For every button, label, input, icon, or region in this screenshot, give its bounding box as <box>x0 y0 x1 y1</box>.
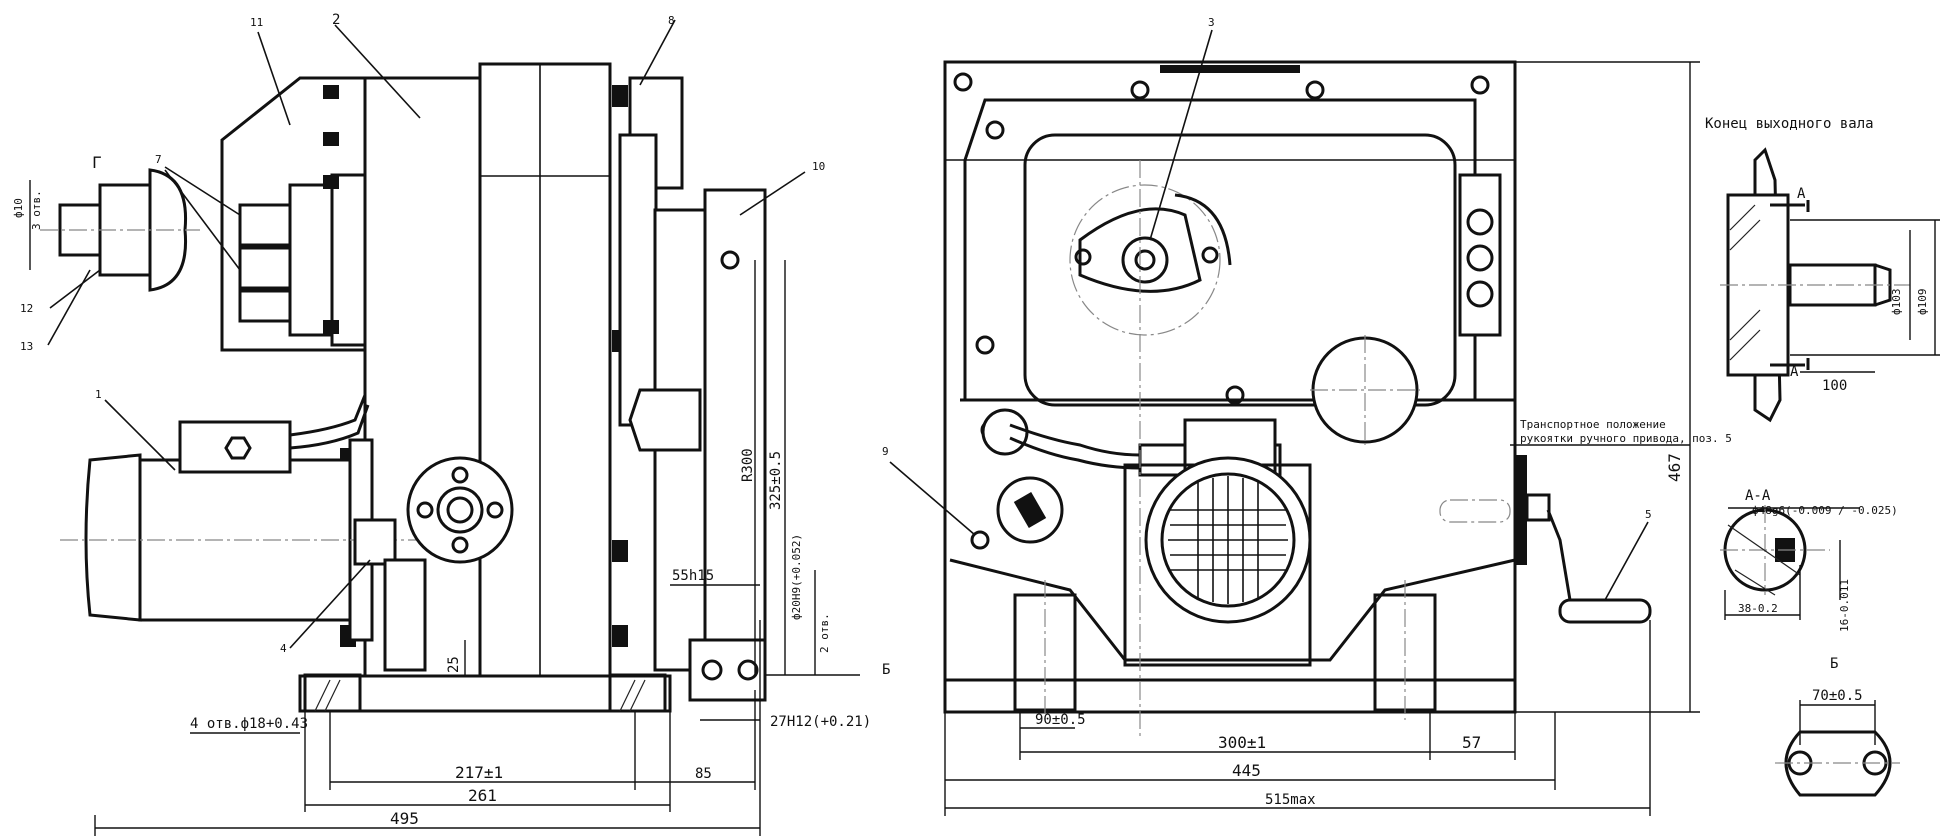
terminal-box <box>178 420 292 474</box>
dim-d103: ф103 <box>1890 289 1903 316</box>
view-label-g: Г <box>92 153 102 172</box>
part-label-9: 9 <box>882 445 889 458</box>
detail-b <box>1775 700 1900 797</box>
dim-d10: ф10 <box>12 198 25 218</box>
part-label-1: 1 <box>95 388 102 401</box>
dim-467: 467 <box>1665 453 1684 482</box>
dim-70: 70±0.5 <box>1812 688 1863 704</box>
housing-center-column <box>478 62 612 678</box>
gear-flange <box>406 456 514 564</box>
dim-2-holes: 2 отв. <box>818 613 831 653</box>
part-label-2: 2 <box>332 12 340 28</box>
shaft-hatch <box>1729 204 1761 361</box>
cam-hub <box>1121 236 1169 284</box>
crank-handle-5 <box>1558 598 1652 624</box>
shaft-end-title: Конец выходного вала <box>1705 116 1874 132</box>
dim-217: 217±1 <box>455 763 503 782</box>
view-label-b-arrow: Б <box>882 662 890 678</box>
view-label-aa: А-А <box>1745 488 1771 504</box>
dim-261: 261 <box>468 786 497 805</box>
dim-r300: R300 <box>740 448 756 482</box>
cover-panel <box>1023 133 1457 407</box>
part-label-4: 4 <box>280 642 287 655</box>
dim-90: 90±0.5 <box>1035 712 1086 728</box>
coupling-4 <box>353 518 397 566</box>
dim-85: 85 <box>695 766 712 782</box>
dim-495: 495 <box>390 809 419 828</box>
view-label-b: Б <box>1830 656 1838 672</box>
part-label-11: 11 <box>250 16 263 29</box>
base-foot-left <box>303 673 362 713</box>
part-label-8: 8 <box>668 14 675 27</box>
terminal-strip <box>1458 173 1502 337</box>
dim-holes-18: 4 отв.ф18+0.43 <box>190 716 308 732</box>
part-label-7: 7 <box>155 153 162 166</box>
dim-27h12: 27H12(+0.21) <box>770 714 871 730</box>
dim-57: 57 <box>1462 733 1481 752</box>
front-view <box>889 29 1700 816</box>
dim-515max: 515max <box>1265 792 1316 808</box>
dim-d48g6: ф48g6(-0.009 / -0.025) <box>1752 504 1898 517</box>
front-leaders <box>889 29 1649 601</box>
dim-16: 16-0.011 <box>1838 579 1851 632</box>
dim-d109: ф109 <box>1916 289 1929 316</box>
base-hatch <box>314 679 646 712</box>
dim-55h15: 55h15 <box>672 568 714 584</box>
section-marker-a-bottom: А <box>1790 364 1799 380</box>
part-label-12: 12 <box>20 302 33 315</box>
dim-20h9: ф20H9(+0.052) <box>790 534 803 620</box>
dim-445: 445 <box>1232 761 1261 780</box>
part-label-5: 5 <box>1645 508 1652 521</box>
front-dims <box>944 61 1700 816</box>
cam-circle <box>1069 184 1221 336</box>
side-view <box>29 19 860 836</box>
part-label-13: 13 <box>20 340 33 353</box>
section-aa <box>1720 505 1860 620</box>
dim-300: 300±1 <box>1218 733 1266 752</box>
base-foot-right <box>608 673 667 713</box>
transport-note-line1: Транспортное положение <box>1520 418 1666 431</box>
transport-note-line2: рукоятки ручного привода, поз. 5 <box>1520 432 1732 445</box>
dim-38: 38-0.2 <box>1738 602 1778 615</box>
dim-325: 325±0.5 <box>768 451 784 510</box>
section-marker-a-top: А <box>1797 186 1806 202</box>
part-label-3: 3 <box>1208 16 1215 29</box>
motor-endcap <box>84 453 142 622</box>
valve-block-7 <box>288 183 334 337</box>
dim-100: 100 <box>1822 378 1847 394</box>
shaft-end-detail <box>1720 147 1940 423</box>
part-label-10: 10 <box>812 160 825 173</box>
dim-25: 25 <box>446 656 462 673</box>
side-dims <box>29 180 860 836</box>
fan-grille <box>1168 476 1288 604</box>
dim-3-holes: 3 отв. <box>30 190 43 230</box>
side-leaders <box>47 19 806 649</box>
